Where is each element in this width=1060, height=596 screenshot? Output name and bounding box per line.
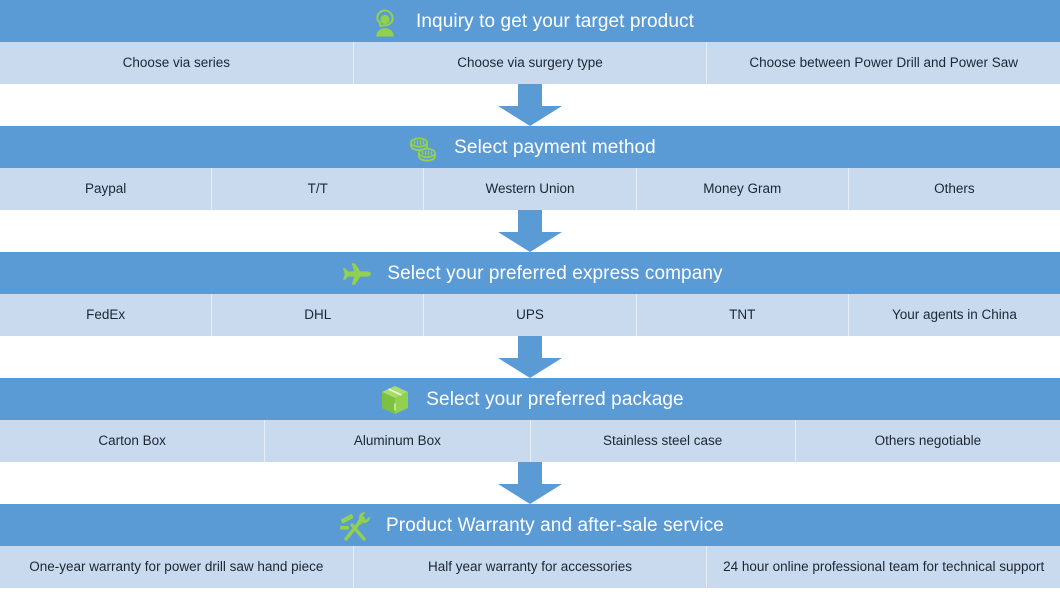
option-item[interactable]: Choose via series <box>122 55 230 71</box>
option-item[interactable]: DHL <box>211 294 423 336</box>
step-options-row: Choose via series Choose via surgery typ… <box>0 42 1060 84</box>
down-arrow-icon <box>494 210 566 252</box>
connector-gap <box>0 336 1060 378</box>
hammer-wrench-tools-icon <box>336 507 374 545</box>
coins-money-icon <box>404 129 442 167</box>
customer-service-person-icon <box>366 3 404 41</box>
option-item[interactable]: Others negotiable <box>794 420 1060 462</box>
option-item[interactable]: FedEx <box>86 307 126 323</box>
option-item[interactable]: Stainless steel case <box>529 420 795 462</box>
step-package: Select your preferred package Carton Box… <box>0 378 1060 462</box>
option-item[interactable]: Western Union <box>423 168 635 210</box>
step-header: Select your preferred package <box>0 378 1060 420</box>
option-item[interactable]: TNT <box>635 294 848 336</box>
option-item[interactable]: Aluminum Box <box>264 420 529 462</box>
step-header: Inquiry to get your target product <box>0 0 1060 42</box>
step-express: Select your preferred express company Fe… <box>0 252 1060 336</box>
option-item[interactable]: 24 hour online professional team for tec… <box>706 546 1060 588</box>
option-item[interactable]: Your agents in China <box>847 294 1060 336</box>
option-item[interactable]: Carton Box <box>98 433 166 449</box>
connector-gap <box>0 84 1060 126</box>
option-item[interactable]: Others <box>847 168 1060 210</box>
option-item[interactable]: Half year warranty for accessories <box>352 546 707 588</box>
down-arrow-icon <box>494 84 566 126</box>
step-title: Inquiry to get your target product <box>416 10 694 32</box>
connector-gap <box>0 210 1060 252</box>
option-item[interactable]: Choose between Power Drill and Power Saw <box>706 42 1060 84</box>
step-options-row: One-year warranty for power drill saw ha… <box>0 546 1060 588</box>
step-title: Select payment method <box>454 136 656 158</box>
connector-gap <box>0 462 1060 504</box>
option-item[interactable]: Money Gram <box>635 168 848 210</box>
step-warranty: Product Warranty and after-sale service … <box>0 504 1060 588</box>
down-arrow-icon <box>494 336 566 378</box>
step-options-row: Carton Box Aluminum Box Stainless steel … <box>0 420 1060 462</box>
option-item[interactable]: UPS <box>423 294 635 336</box>
step-title: Select your preferred express company <box>387 262 723 284</box>
option-item[interactable]: One-year warranty for power drill saw ha… <box>29 559 324 575</box>
step-header: Select payment method <box>0 126 1060 168</box>
step-options-row: FedEx DHL UPS TNT Your agents in China <box>0 294 1060 336</box>
step-title: Product Warranty and after-sale service <box>386 514 724 536</box>
option-item[interactable]: T/T <box>211 168 423 210</box>
down-arrow-icon <box>494 462 566 504</box>
step-options-row: Paypal T/T Western Union Money Gram Othe… <box>0 168 1060 210</box>
step-header: Product Warranty and after-sale service <box>0 504 1060 546</box>
package-box-icon <box>376 381 414 419</box>
step-header: Select your preferred express company <box>0 252 1060 294</box>
step-title: Select your preferred package <box>426 388 684 410</box>
airplane-icon <box>337 255 375 293</box>
option-item[interactable]: Paypal <box>84 181 127 197</box>
step-payment: Select payment method Paypal T/T Western… <box>0 126 1060 210</box>
step-inquiry: Inquiry to get your target product Choos… <box>0 0 1060 84</box>
option-item[interactable]: Choose via surgery type <box>352 42 707 84</box>
